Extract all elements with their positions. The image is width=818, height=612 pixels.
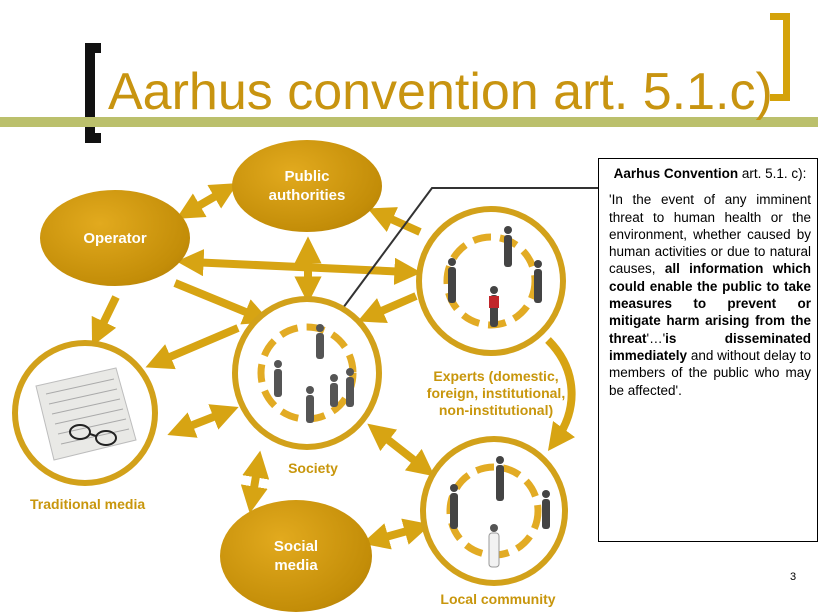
quote-heading: Aarhus Convention art. 5.1. c): <box>609 165 811 182</box>
arrow-experts-society <box>357 292 418 324</box>
newspaper-glasses-image <box>35 367 137 461</box>
society-ring <box>232 296 382 450</box>
arrow-experts-authorities <box>367 207 422 236</box>
experts-people-image <box>443 226 542 329</box>
local-community-people-image <box>446 456 550 568</box>
experts-ring <box>416 206 566 356</box>
quote-text-1: 'In the event of any imminent threat to … <box>609 192 811 277</box>
arrow-social-local <box>361 518 432 550</box>
arrow-experts-local <box>545 337 576 451</box>
local-community-ring <box>420 436 568 586</box>
quote-connector-line <box>339 187 598 313</box>
society-people-image <box>257 323 357 423</box>
arrow-operator-authorities <box>176 183 238 219</box>
public-authorities-node: Public authorities <box>232 140 382 232</box>
quote-text-2: '…' <box>646 330 666 346</box>
social-media-node: Social media <box>220 500 372 612</box>
experts-detail: (domestic, foreign, institutional, non-i… <box>426 368 566 418</box>
arrow-society-social <box>240 450 270 514</box>
aarhus-quote-box: Aarhus Convention art. 5.1. c): 'In the … <box>598 158 818 542</box>
society-label: Society <box>288 460 338 476</box>
quote-heading-rest: art. 5.1. c): <box>738 166 807 181</box>
public-authorities-label: Public authorities <box>268 168 346 204</box>
social-media-label: Social media <box>273 538 319 574</box>
local-community-label: Local community <box>440 591 556 607</box>
arrow-operator-traditional <box>91 295 120 347</box>
arrow-society-traditional <box>145 324 240 370</box>
experts-title: Experts <box>433 368 485 384</box>
arrow-operator-society <box>173 279 271 325</box>
quote-heading-bold: Aarhus Convention <box>613 166 739 181</box>
operator-node: Operator <box>40 190 190 286</box>
right-bracket-decoration <box>770 13 790 101</box>
quote-body: 'In the event of any imminent threat to … <box>609 191 811 399</box>
left-bracket-decoration <box>85 43 101 143</box>
traditional-media-ring <box>12 340 158 486</box>
arrow-society-local <box>367 423 435 477</box>
experts-label: Experts (domestic, foreign, institutiona… <box>418 368 574 419</box>
operator-label: Operator <box>83 229 147 247</box>
quote-text-3: and without delay to members of the publ… <box>609 347 811 398</box>
slide-title: Aarhus convention art. 5.1.c) <box>108 63 773 121</box>
title-underline-bar <box>0 117 818 127</box>
arrow-traditional-society <box>167 404 239 438</box>
traditional-media-label: Traditional media <box>30 496 146 512</box>
quote-bold-1: all information which could enable the p… <box>609 261 811 346</box>
page-number: 3 <box>790 571 797 583</box>
quote-bold-2: is disseminated immediately <box>609 330 811 363</box>
